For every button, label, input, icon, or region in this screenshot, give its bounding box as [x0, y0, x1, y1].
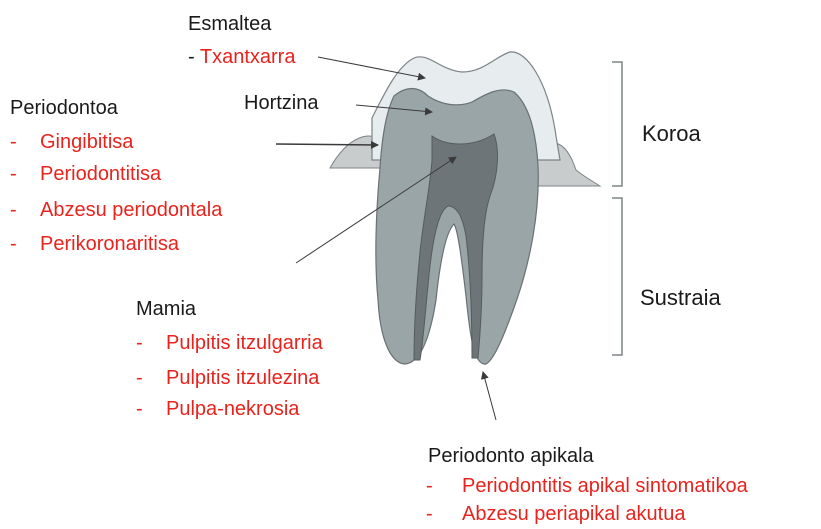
list-dash: -	[10, 198, 40, 222]
apical-periodontium-title: Periodonto apikala	[428, 444, 594, 468]
enamel-item: - Txantxarra	[188, 45, 295, 69]
list-dash: -	[136, 397, 166, 421]
enamel-item-label: Txantxarra	[200, 46, 296, 68]
pulp-item-label: Pulpa-nekrosia	[166, 398, 299, 420]
pulp-item-label: Pulpitis itzulgarria	[166, 332, 323, 354]
crown-bracket	[612, 62, 622, 186]
dentin-shape	[376, 89, 538, 365]
pulp-item: -Pulpitis itzulezina	[136, 366, 319, 390]
periodontium-item: -Abzesu periodontala	[10, 198, 222, 222]
arrow-apical	[483, 372, 496, 420]
pulp-item-label: Pulpitis itzulezina	[166, 367, 319, 389]
arrow-periodontium	[276, 144, 378, 145]
list-dash: -	[136, 366, 166, 390]
periodontium-item-label: Abzesu periodontala	[40, 199, 222, 221]
periodontium-item: -Periodontitisa	[10, 162, 161, 186]
periodontium-item: -Gingibitisa	[10, 130, 133, 154]
pulp-item: -Pulpa-nekrosia	[136, 397, 299, 421]
crown-label: Koroa	[642, 122, 701, 146]
apical-periodontium-item: -Periodontitis apikal sintomatikoa	[426, 474, 748, 498]
list-dash: -	[10, 162, 40, 186]
list-dash: -	[10, 130, 40, 154]
periodontium-item-label: Gingibitisa	[40, 131, 133, 153]
periodontium-item: -Perikoronaritisa	[10, 232, 179, 256]
apical-periodontium-item-label: Abzesu periapikal akutua	[462, 503, 685, 525]
root-label: Sustraia	[640, 286, 721, 310]
pulp-item: -Pulpitis itzulgarria	[136, 331, 323, 355]
list-dash: -	[426, 502, 462, 526]
list-dash: -	[188, 46, 195, 68]
periodontium-title: Periodontoa	[10, 96, 118, 120]
root-bracket	[612, 198, 622, 355]
periodontium-item-label: Perikoronaritisa	[40, 233, 179, 255]
apical-periodontium-item-label: Periodontitis apikal sintomatikoa	[462, 475, 748, 497]
enamel-title: Esmaltea	[188, 12, 271, 36]
list-dash: -	[136, 331, 166, 355]
dentin-title: Hortzina	[244, 91, 318, 115]
list-dash: -	[426, 474, 462, 498]
periodontium-item-label: Periodontitisa	[40, 163, 161, 185]
apical-periodontium-item: -Abzesu periapikal akutua	[426, 502, 685, 526]
list-dash: -	[10, 232, 40, 256]
pulp-title: Mamia	[136, 297, 196, 321]
